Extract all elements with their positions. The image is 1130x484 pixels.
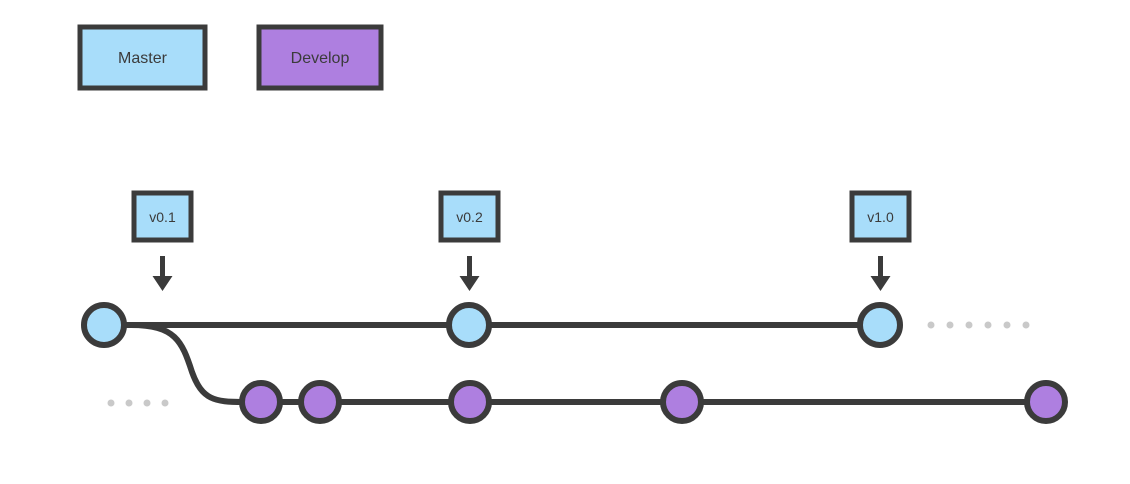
tag-label-v01: v0.1 bbox=[149, 209, 176, 225]
develop-commit-node[interactable] bbox=[448, 380, 492, 424]
tag-arrow-down-icon-v02 bbox=[459, 256, 480, 291]
tag-arrow-down-icon-v10 bbox=[870, 256, 891, 291]
legend-label-master: Master bbox=[118, 50, 168, 67]
legend-item-develop[interactable]: Develop bbox=[256, 24, 384, 91]
develop-commit-node[interactable] bbox=[660, 380, 704, 424]
master-trailing-dots bbox=[927, 321, 1030, 329]
version-tag-v02[interactable]: v0.2 bbox=[438, 190, 501, 291]
branch-curve-master-to-develop bbox=[128, 322, 246, 405]
tag-box-v02 bbox=[438, 190, 501, 243]
version-tag-v10[interactable]: v1.0 bbox=[849, 190, 912, 291]
legend-label-develop: Develop bbox=[291, 50, 350, 67]
legend-item-master[interactable]: Master bbox=[77, 24, 208, 91]
legend-swatch-master bbox=[77, 24, 208, 91]
tag-label-v10: v1.0 bbox=[867, 209, 894, 225]
branch-master bbox=[81, 302, 1030, 348]
version-tags: v0.1 v0.2 v1.0 bbox=[131, 190, 912, 291]
branch-develop bbox=[107, 380, 1068, 424]
legend: Master Develop bbox=[77, 24, 384, 91]
develop-commit-node[interactable] bbox=[239, 380, 283, 424]
tag-box-v01 bbox=[131, 190, 194, 243]
develop-leading-dots bbox=[107, 399, 169, 407]
tag-box-v10 bbox=[849, 190, 912, 243]
master-commit-node[interactable] bbox=[446, 302, 492, 348]
master-commit-node[interactable] bbox=[857, 302, 903, 348]
develop-commit-node[interactable] bbox=[298, 380, 342, 424]
tag-label-v02: v0.2 bbox=[456, 209, 483, 225]
legend-swatch-develop bbox=[256, 24, 384, 91]
master-commit-node[interactable] bbox=[81, 302, 127, 348]
tag-arrow-down-icon-v01 bbox=[152, 256, 173, 291]
develop-commit-node[interactable] bbox=[1024, 380, 1068, 424]
version-tag-v01[interactable]: v0.1 bbox=[131, 190, 194, 291]
